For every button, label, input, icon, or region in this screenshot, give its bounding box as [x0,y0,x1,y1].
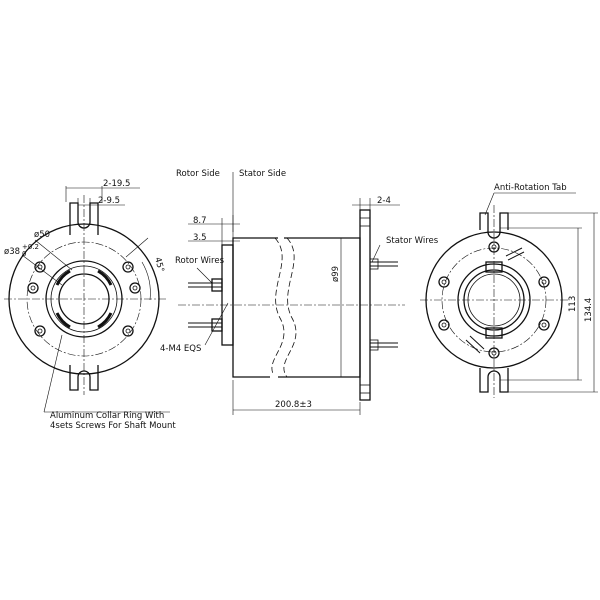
collar-seg-3 [97,312,113,329]
left-bolt-holes [27,261,141,337]
dim-45: 45° [152,256,166,273]
dim-134-4: 134.4 [584,298,594,322]
stator-wires [369,258,398,351]
dim-38: ø38 [4,247,20,257]
break-line-1 [271,237,285,378]
leader-50 [34,239,73,271]
dim-2-9-5: 2-9.5 [98,196,120,206]
collar-seg-2 [97,269,113,286]
dim-38-tol-bot: 0 [22,250,26,258]
rotor-wires [188,278,223,332]
anti-rotation-leader [484,192,495,216]
stator-wires-leader [371,244,381,263]
anti-rotation-tab-label: Anti-Rotation Tab [494,183,567,193]
rotor-side-label: Rotor Side [176,169,220,179]
dim-2-19-5: 2-19.5 [103,179,130,189]
rotor-wires-label: Rotor Wires [175,256,225,266]
break-line-2 [283,237,297,378]
angle-45-arc [141,261,151,301]
aluminum-collar-label-1: Aluminum Collar Ring With [50,411,164,421]
dim-99: ø99 [331,266,341,282]
m4-eqs-label: 4-M4 EQS [160,344,201,354]
collar-seg-1 [55,269,71,286]
leader-38 [21,254,63,286]
rotor-wires-leader [196,267,213,284]
dim-200-8: 200.8±3 [275,400,312,410]
left-end-view [4,186,170,413]
dim-38-tol-top: +0.2 [22,243,39,251]
dim-2-4: 2-4 [377,196,391,206]
dim-8-7: 8.7 [193,216,207,226]
dim-113: 113 [568,296,578,312]
stator-side-label: Stator Side [239,169,286,179]
dim-50: ø50 [34,230,50,240]
side-view [178,172,405,415]
stator-wires-label: Stator Wires [386,236,439,246]
dim-3-5: 3.5 [193,233,207,243]
right-end-view [420,192,598,398]
collar-seg-4 [55,312,71,329]
aluminum-collar-label-2: 4sets Screws For Shaft Mount [50,421,176,431]
m4-leader [204,302,229,346]
collar-leader [43,334,63,413]
